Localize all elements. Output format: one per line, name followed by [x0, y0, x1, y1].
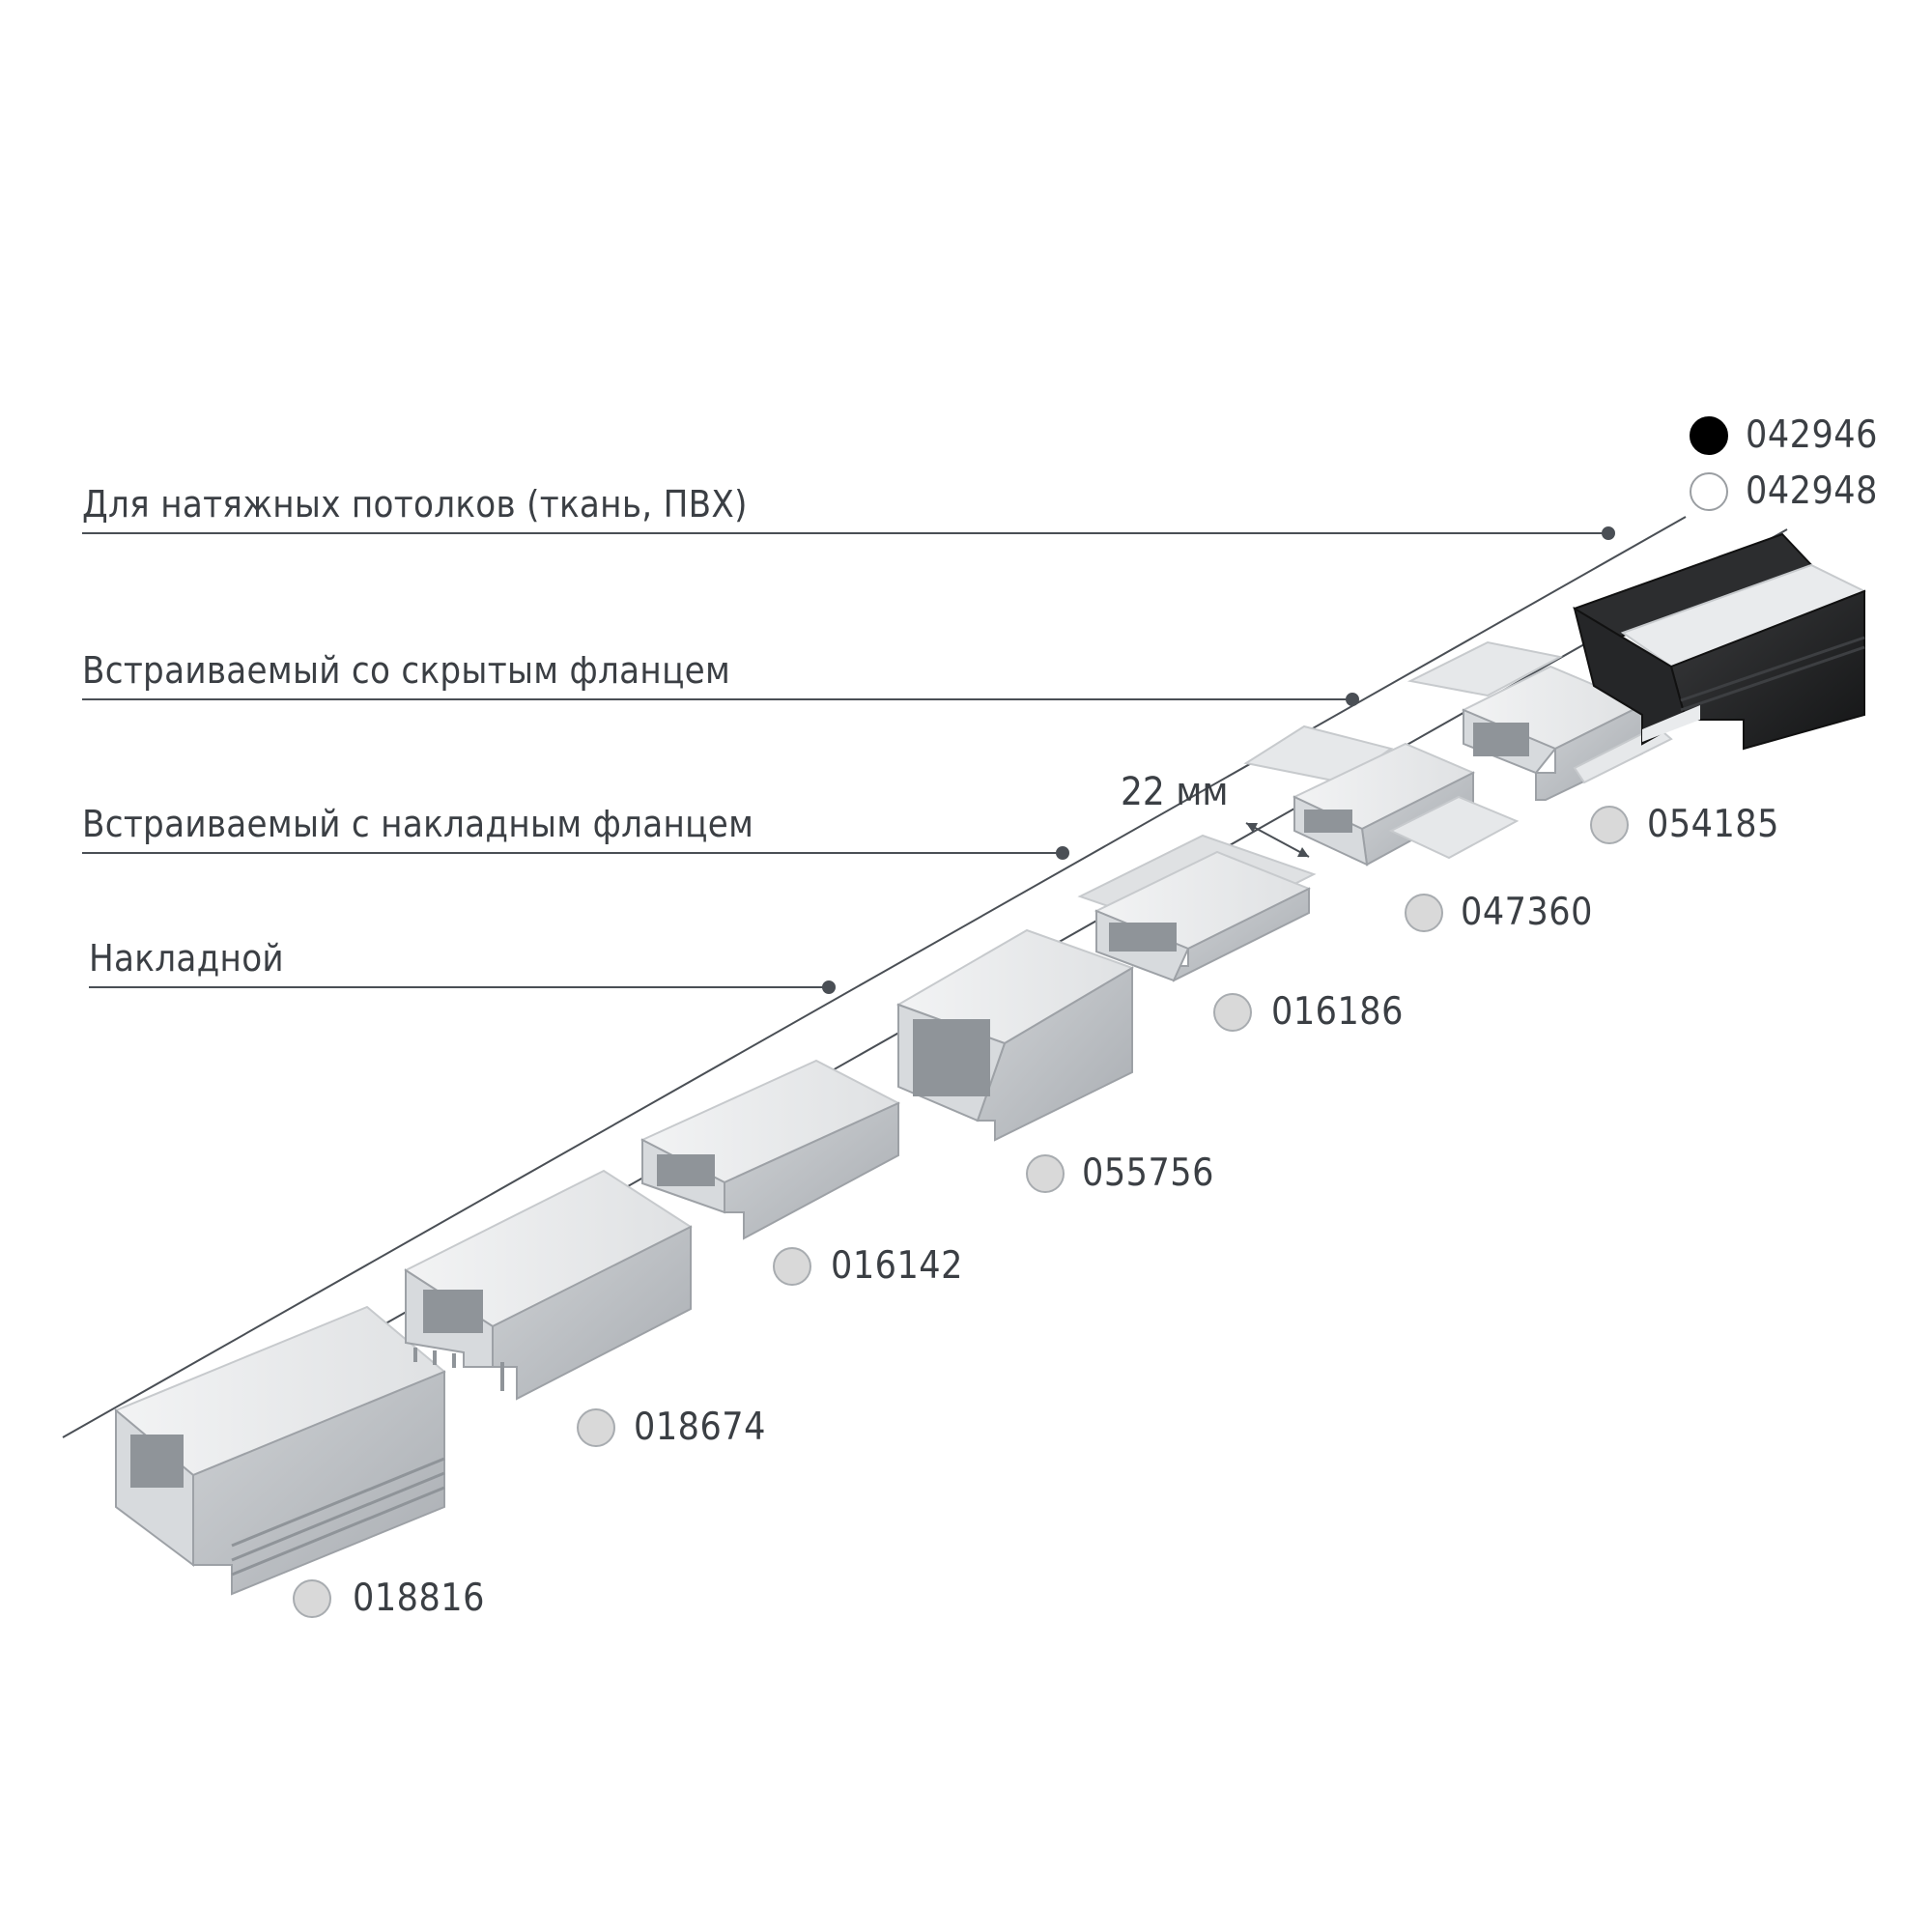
code-016186: 016186 — [1271, 990, 1404, 1034]
profile-016186 — [1077, 834, 1317, 982]
code-042948: 042948 — [1746, 469, 1878, 513]
code-042946: 042946 — [1746, 413, 1878, 457]
leader-dot-overlay — [1056, 846, 1069, 860]
code-055756: 055756 — [1082, 1151, 1214, 1195]
code-018816: 018816 — [353, 1577, 485, 1620]
leader-dot-hidden — [1346, 693, 1359, 706]
category-leaders — [82, 526, 1615, 994]
code-018674: 018674 — [634, 1406, 766, 1449]
profile-047360 — [1243, 724, 1520, 867]
leader-dot-stretch — [1602, 526, 1615, 540]
code-054185: 054185 — [1647, 803, 1779, 846]
dimension-22mm — [1245, 822, 1310, 858]
category-label-stretch: Для натяжных потолков (ткань, ПВХ) — [82, 483, 748, 526]
code-047360: 047360 — [1461, 891, 1593, 934]
profile-054185 — [1406, 640, 1673, 801]
category-label-overlay: Встраиваемый с накладным фланцем — [82, 803, 754, 845]
code-016142: 016142 — [831, 1244, 963, 1288]
dimension-label: 22 мм — [1121, 770, 1229, 814]
profile-018816 — [114, 1305, 446, 1596]
profile-018674 — [403, 1169, 694, 1401]
profile-055756 — [895, 928, 1135, 1142]
leader-dot-surface — [822, 980, 836, 994]
profile-042946 — [1573, 532, 1867, 751]
category-label-hidden: Встраиваемый со скрытым фланцем — [82, 649, 731, 692]
profile-016142 — [639, 1059, 901, 1240]
category-label-surface: Накладной — [89, 937, 284, 980]
axis-line-bottom — [62, 516, 1687, 1438]
